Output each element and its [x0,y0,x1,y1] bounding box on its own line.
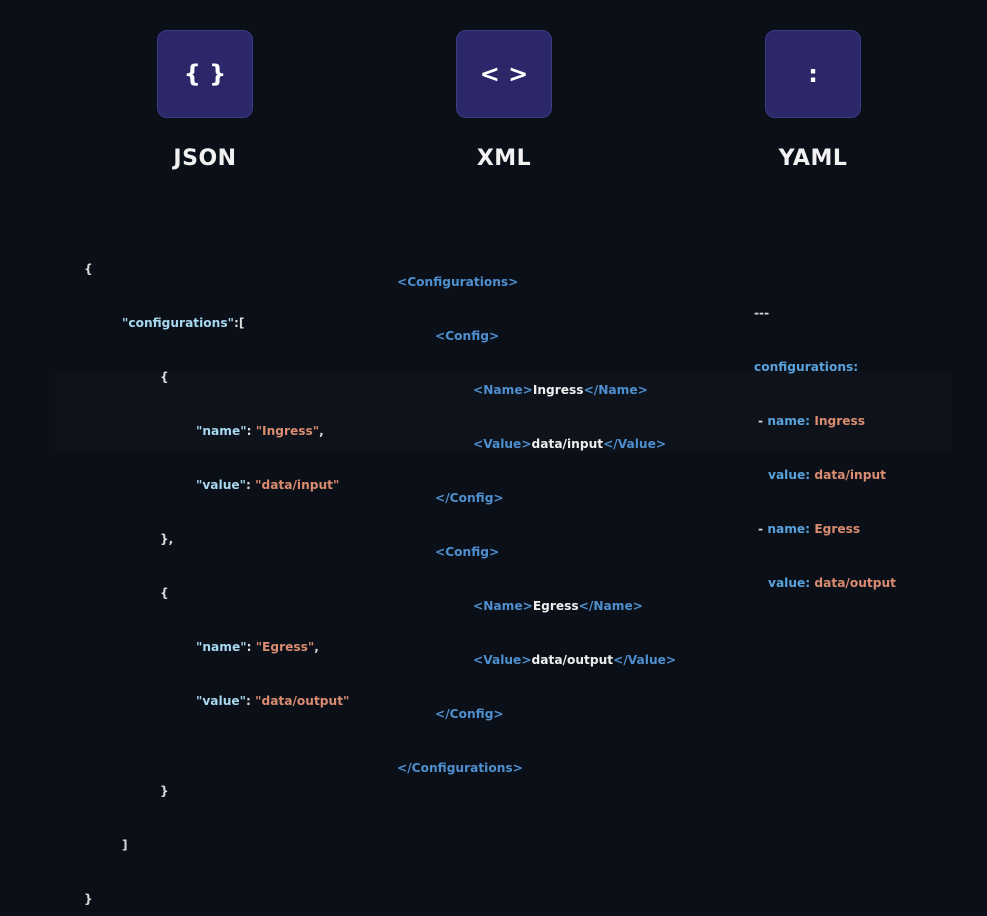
xml-code-block: <Configurations> <Config> <Name>Ingress<… [397,237,676,795]
json-title: JSON [173,146,237,171]
code-line: } [160,784,169,798]
code-line: } [84,892,93,906]
code-line: "name": "Ingress", [196,424,324,438]
code-line: </Config> [435,707,504,721]
code-line: - name: Egress [758,522,861,536]
angle-brackets-icon: < > [456,30,552,118]
code-line: <Value>data/output</Value> [473,653,677,667]
json-code-block: { "configurations":[ { "name": "Ingress"… [84,224,349,916]
yaml-title: YAML [778,146,848,171]
code-line: configurations: [754,360,859,374]
xml-title: XML [476,146,532,171]
code-line: { [160,586,169,600]
xml-format-header: < > XML [444,30,564,171]
code-line: "value": "data/input" [196,478,340,492]
curly-braces-icon: { } [157,30,253,118]
code-line: <Config> [435,329,500,343]
background-panel [55,372,952,452]
code-line: - name: Ingress [758,414,866,428]
code-line: <Name>Egress</Name> [473,599,643,613]
code-line: </Config> [435,491,504,505]
code-line: value: data/input [768,468,886,482]
code-line: "configurations":[ [122,316,245,330]
code-line: "name": "Egress", [196,640,319,654]
code-line: { [160,370,169,384]
code-line: <Configurations> [397,275,519,289]
code-line: <Name>Ingress</Name> [473,383,648,397]
code-line: <Value>data/input</Value> [473,437,667,451]
colon-icon: : [765,30,861,118]
code-line: ] [122,838,128,852]
json-format-header: { } JSON [145,30,265,171]
code-line: <Config> [435,545,500,559]
code-line [84,746,349,764]
code-line: value: data/output [768,576,896,590]
code-line: }, [160,532,174,546]
yaml-format-header: : YAML [753,30,873,171]
code-line: "value": "data/output" [196,694,350,708]
code-line: --- [754,306,770,320]
yaml-code-block: --- configurations: - name: Ingress valu… [754,268,896,610]
code-line: { [84,262,93,276]
code-line: </Configurations> [397,761,523,775]
